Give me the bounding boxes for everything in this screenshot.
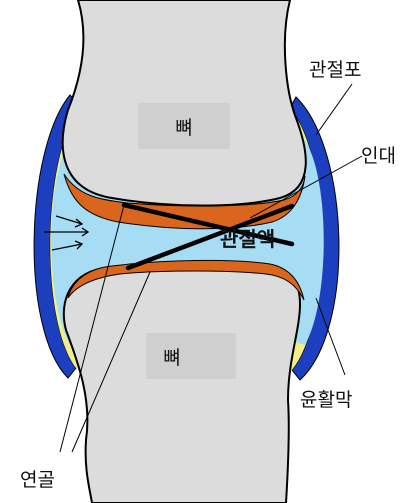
membrane-label: 윤활막: [300, 389, 352, 411]
bone-top-label: 뼈: [175, 117, 192, 139]
upper-bone: [63, 0, 306, 206]
bone-bottom-label: 뼈: [163, 347, 180, 369]
ligament-label: 인대: [361, 145, 396, 167]
fluid-label: 관절액: [220, 227, 275, 251]
capsule-label: 관절포: [309, 59, 361, 81]
bone-bottom-label-box: [146, 333, 236, 379]
cartilage-label: 연골: [20, 469, 55, 491]
